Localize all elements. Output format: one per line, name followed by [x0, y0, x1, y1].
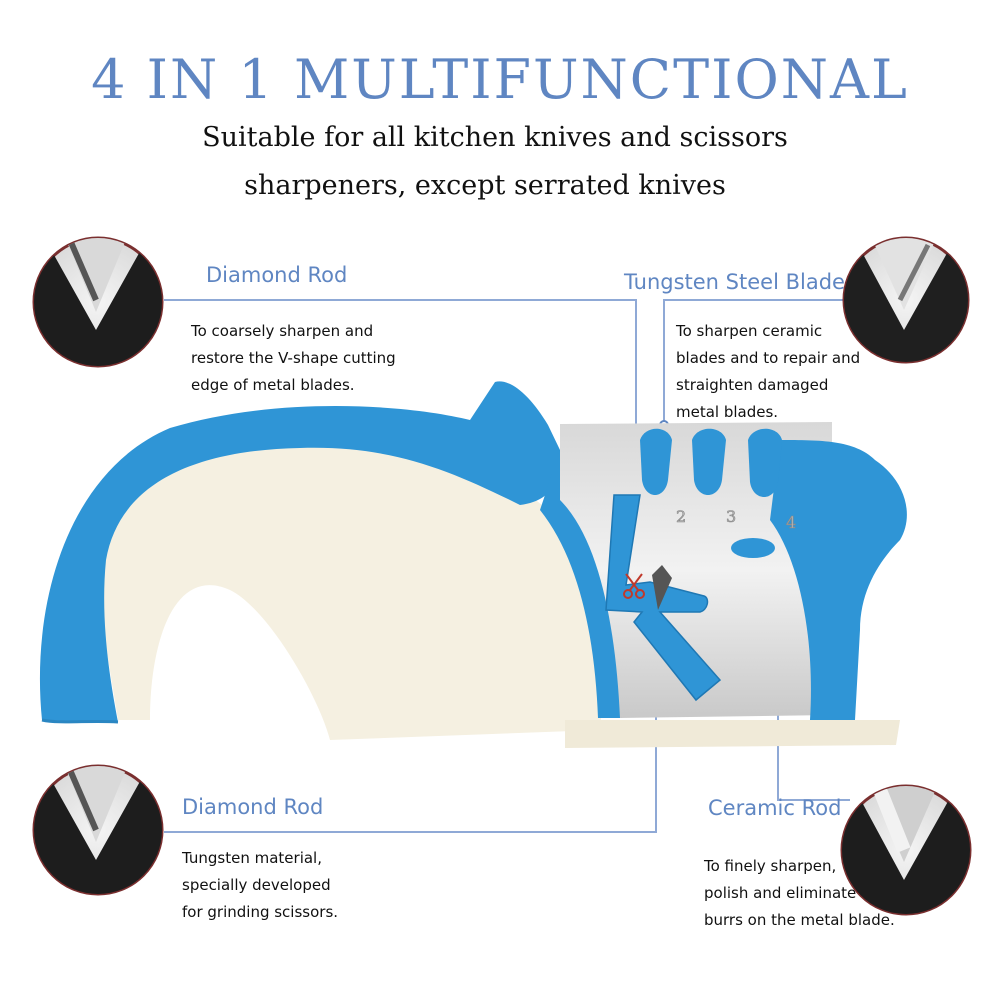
subtitle-line-2: sharpeners, except serrated knives: [244, 170, 726, 201]
slot-number-2: 2: [676, 507, 686, 526]
diamond-rod-closeup-top: [32, 236, 164, 368]
desc-line: restore the V-shape cutting: [191, 349, 396, 367]
desc-line: blades and to repair and: [676, 349, 861, 367]
tungsten-blade-closeup: [842, 236, 970, 364]
desc-line: specially developed: [182, 876, 331, 894]
label-ceramic-rod: Ceramic Rod: [708, 796, 842, 820]
desc-line: metal blades.: [676, 403, 779, 421]
diamond-rod-closeup-bottom: [32, 764, 164, 896]
slot-number-4: 4: [786, 513, 796, 532]
ceramic-rod-closeup: [840, 784, 972, 916]
desc-line: Tungsten material,: [182, 849, 322, 867]
label-diamond-rod-bottom: Diamond Rod: [182, 795, 324, 819]
slot-number-3: 3: [726, 507, 736, 526]
desc-ceramic-rod: To finely sharpen, polish and eliminate …: [704, 853, 895, 934]
label-diamond-rod-top: Diamond Rod: [206, 263, 348, 287]
subtitle-line-1: Suitable for all kitchen knives and scis…: [202, 122, 788, 153]
page-title: 4 IN 1 MULTIFUNCTIONAL: [91, 48, 909, 111]
desc-line: for grinding scissors.: [182, 903, 339, 921]
desc-diamond-rod-bottom: Tungsten material, specially developed f…: [182, 845, 338, 926]
desc-line: edge of metal blades.: [191, 376, 355, 394]
desc-line: straighten damaged: [676, 376, 829, 394]
desc-line: To finely sharpen,: [704, 857, 837, 875]
desc-line: polish and eliminate: [704, 884, 857, 902]
desc-line: To coarsely sharpen and: [191, 322, 374, 340]
label-tungsten-steel-blade: Tungsten Steel Blade: [624, 270, 845, 294]
sharpener-body: [39, 381, 907, 748]
desc-tungsten-steel-blade: To sharpen ceramic blades and to repair …: [676, 318, 860, 426]
scissors-icon: [623, 573, 645, 599]
desc-line: To sharpen ceramic: [676, 322, 823, 340]
desc-line: burrs on the metal blade.: [704, 911, 895, 929]
desc-diamond-rod-top: To coarsely sharpen and restore the V-sh…: [191, 318, 396, 399]
